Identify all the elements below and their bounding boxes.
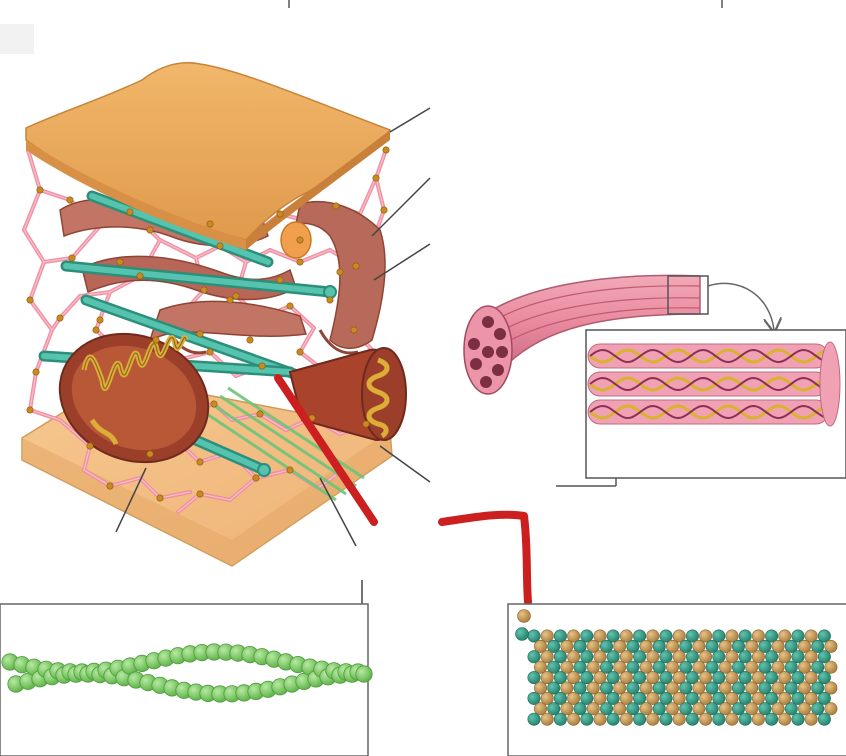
leader-lines — [115, 107, 431, 604]
cell-block-illustration — [21, 62, 431, 604]
intermediate-filament-rope — [463, 274, 774, 395]
actin-filament — [1, 643, 373, 703]
mitochondrion-left — [58, 332, 210, 464]
intermediate-filament-zoom-panel — [556, 329, 846, 487]
rope-cross-section — [463, 305, 513, 395]
zoom-arrow-icon — [707, 282, 774, 330]
red-annotation-marks — [274, 374, 532, 606]
network-attachment-points — [26, 146, 390, 502]
microtubule-panel — [507, 603, 846, 756]
microtubule-lattice — [515, 609, 838, 726]
mitochondrion-right — [288, 347, 407, 442]
zoom-region-box — [667, 275, 709, 315]
actin-bundle — [203, 386, 365, 502]
actin-filament-panel — [0, 603, 373, 756]
